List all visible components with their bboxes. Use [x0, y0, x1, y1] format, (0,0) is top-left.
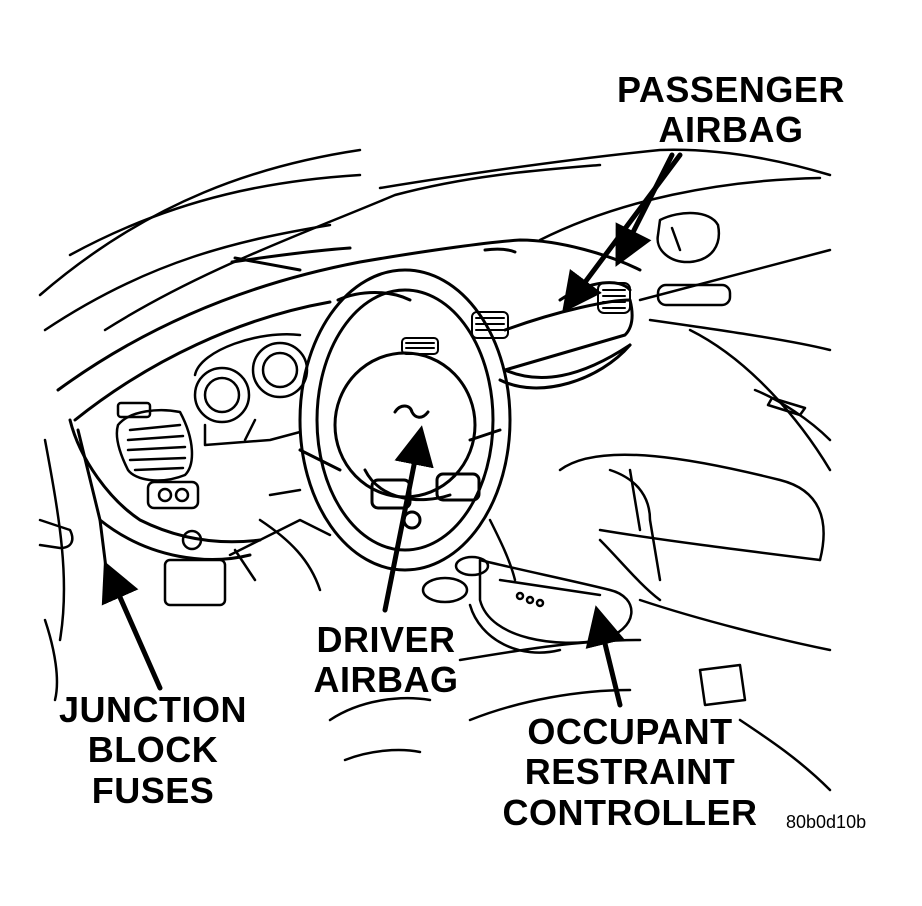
- arrow-junction-block-fuses: [101, 560, 163, 691]
- driver-airbag-line-2: AIRBAG: [313, 659, 459, 701]
- steering-wheel: [298, 268, 512, 572]
- occupant-restraint-controller-line-3: CONTROLLER: [502, 791, 758, 833]
- left-vent: [115, 401, 194, 482]
- passenger-seat: [558, 453, 832, 792]
- arrow-occupant-restraint-controller: [585, 605, 625, 708]
- junction-block-fuses-line-3: FUSES: [91, 769, 215, 811]
- junction-block-fuses-label: JUNCTION BLOCK FUSES: [48, 689, 258, 811]
- arrow-passenger-airbag-2: [615, 152, 675, 267]
- door-panel: [638, 248, 832, 472]
- occupant-restraint-controller-line-1: OCCUPANT: [527, 711, 733, 752]
- parking-brake: [598, 468, 662, 602]
- center-console: [421, 518, 633, 654]
- passenger-airbag-line-1: PASSENGER: [617, 69, 845, 110]
- gauge-cluster: [193, 333, 309, 447]
- steering-column: [163, 488, 332, 607]
- left-pillar: [38, 438, 74, 702]
- junction-block-fuses-line-1: JUNCTION: [58, 689, 247, 730]
- callout-arrows: [101, 152, 683, 708]
- headlight-switch: [146, 480, 200, 510]
- occupant-restraint-controller-line-2: RESTRAINT: [524, 751, 736, 793]
- junction-block-fuses-line-2: BLOCK: [87, 729, 219, 771]
- occupant-restraint-controller-label: OCCUPANT RESTRAINT CONTROLLER: [492, 711, 768, 833]
- driver-airbag-line-1: DRIVER: [316, 619, 456, 660]
- floor-lines: [328, 638, 642, 762]
- arrow-driver-airbag: [382, 425, 434, 613]
- driver-airbag-label: DRIVER AIRBAG: [306, 619, 466, 701]
- passenger-airbag-line-2: AIRBAG: [658, 109, 804, 151]
- figure-id: 80b0d10b: [786, 812, 867, 832]
- passenger-airbag-label: PASSENGER AIRBAG: [612, 69, 850, 151]
- windshield-lines: [38, 148, 832, 332]
- side-mirror: [656, 211, 721, 264]
